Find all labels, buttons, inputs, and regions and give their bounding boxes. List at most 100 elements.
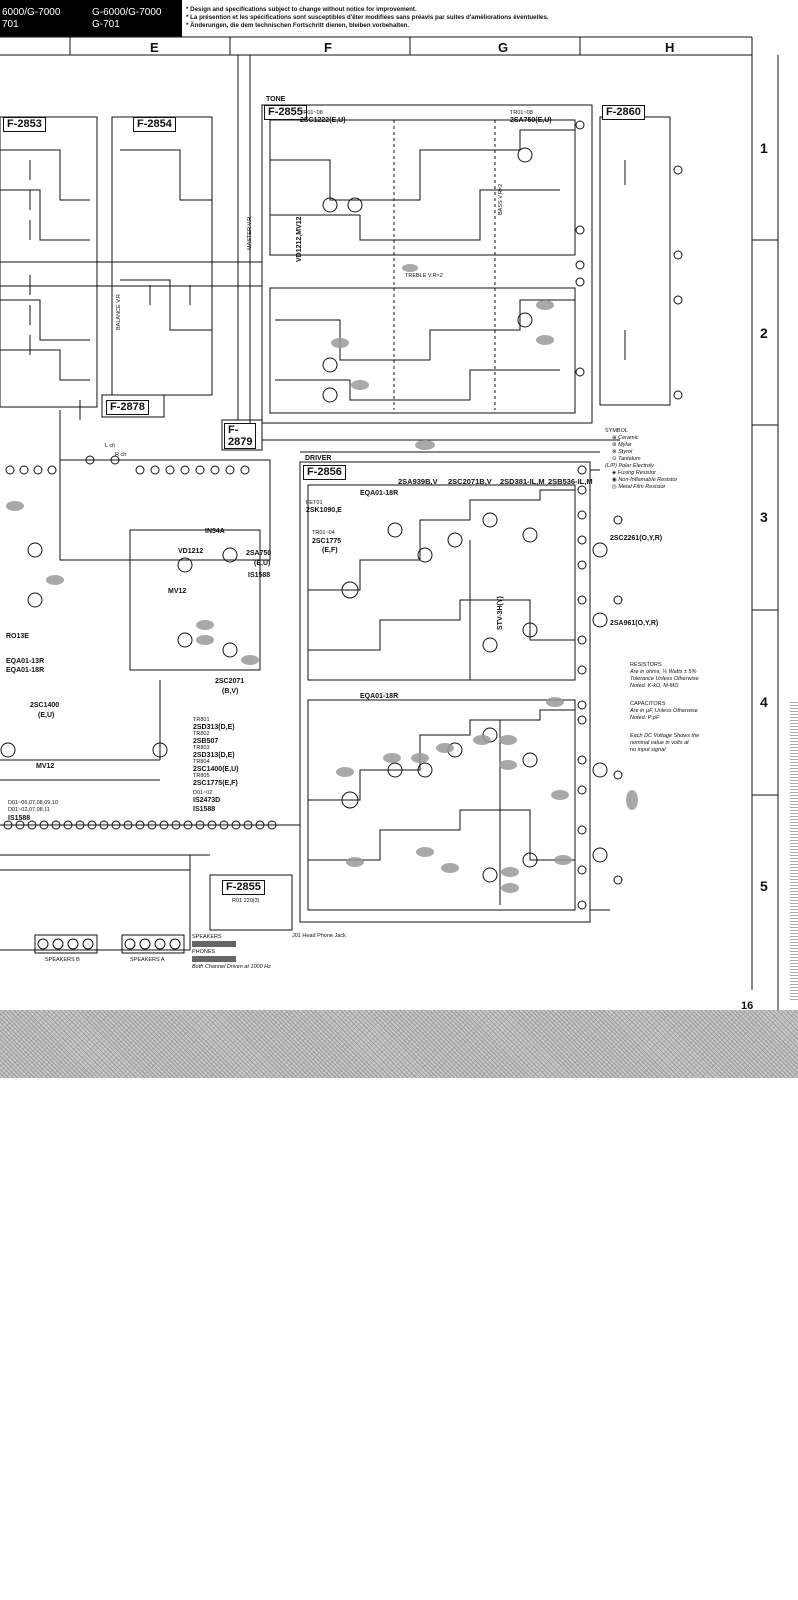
driver-fet: 2SK1090,E: [306, 507, 342, 514]
speakers-legend-title: SPEAKERS: [192, 934, 222, 940]
left-2sc1400: 2SC1400: [30, 702, 60, 709]
symbol-mylar: ⊛ Mylar: [612, 442, 632, 448]
tone-tr-left-ref: TR01~08: [300, 110, 323, 116]
dc-legend-3: no input signal: [630, 747, 666, 753]
list-part-4: 2SC1400(E,U): [193, 766, 239, 773]
head-phone-jack: J01 Head Phone Jack: [292, 933, 346, 939]
label-lch: L ch: [105, 443, 116, 449]
row-label-5: 5: [760, 878, 768, 894]
symbol-metalfilm: ◎ Metal Film Resistor: [612, 484, 666, 490]
list-part-6: IS2473D: [193, 797, 221, 804]
section-master-vr: MASTER V.R: [247, 216, 253, 250]
symbol-polar-prefix: (L/P): [605, 463, 617, 469]
model-right-line-2: G-701: [92, 19, 120, 30]
list-diode-ref: D01~02: [193, 790, 213, 796]
row-label-3: 3: [760, 509, 768, 525]
board-f2879: F-2879: [224, 423, 257, 449]
driver-eq-top: EQA01-18R: [360, 490, 399, 497]
list-part-2: 2SB507: [193, 738, 219, 745]
column-label-e: E: [150, 40, 159, 55]
prot-2sc2071: 2SC2071: [215, 678, 245, 685]
left-is1588: IS1588: [8, 815, 31, 822]
note-german: * Änderungen, die dem technischen Fortsc…: [186, 22, 410, 29]
driver-tr-ref: TR01~04: [312, 530, 335, 536]
tone-tr-left: 2SC1222(E,U): [300, 117, 346, 124]
list-ref-5: TR805: [193, 773, 210, 779]
capacitors-legend-2: Noted. P:pF: [630, 715, 660, 721]
symbol-ceramic-text: Ceramic: [618, 435, 639, 441]
note-english: * Design and specifications subject to c…: [186, 6, 417, 13]
tone-tr-right-ref: TR01~08: [510, 110, 533, 116]
phones-resistor: R01 220(3): [232, 898, 260, 904]
symbol-polar: (L/P) Polar Electroly: [605, 463, 654, 470]
column-label-f: F: [324, 40, 332, 55]
symbol-fusing-text: Fusing Resistor: [617, 470, 656, 476]
phones-legend-swatch: [192, 956, 236, 962]
dc-legend-2: nominal value in volts at: [630, 740, 689, 746]
board-f2879-line-1: F-: [228, 424, 239, 436]
left-eq13r: EQA01-13R: [6, 658, 45, 665]
board-f2878: F-2878: [106, 400, 149, 415]
model-left-line-1: 6000/G-7000: [2, 7, 61, 18]
resistors-legend-3: Noted. K-kΩ, M-MΩ: [630, 683, 679, 689]
section-treble-vr: TREBLE V.R×2: [405, 273, 443, 279]
symbol-polar-text: Polar Electroly: [618, 463, 654, 469]
section-bass-vr: BASS V.R×2: [498, 183, 504, 215]
driver-eq-bottom: EQA01-18R: [360, 693, 399, 700]
symbol-fusing: ◈ Fusing Resistor: [612, 470, 656, 476]
symbol-mylar-text: Mylar: [618, 442, 632, 448]
left-diode-refs: D01~06,07,08,09,10: [8, 800, 59, 806]
row-label-1: 1: [760, 140, 768, 156]
board-f2855-tone: F-2855: [264, 105, 307, 120]
speakers-legend-swatch: [192, 941, 236, 947]
symbol-metalfilm-text: Metal Film Resistor: [618, 484, 666, 490]
prot-2sa750: 2SA750: [246, 550, 272, 557]
symbol-styrol-text: Styrol: [618, 449, 633, 455]
spec-notes: * Design and specifications subject to c…: [186, 6, 549, 30]
prot-vd1212: VD1212: [178, 548, 204, 555]
symbol-tantalum-text: Tantalum: [618, 456, 641, 462]
label-rch: R ch: [115, 452, 127, 458]
speakers-a-label: SPEAKERS A: [130, 957, 165, 963]
speakers-b-label: SPEAKERS B: [45, 957, 80, 963]
symbol-tantalum: ⊙ Tantalum: [612, 456, 641, 462]
left-diode-refs-2: D01~02,07,08,11: [8, 807, 50, 813]
scan-bottom-noise: [0, 1010, 798, 1078]
driver-tr-header-2: 2SC2071B,V: [448, 477, 492, 486]
column-label-h: H: [665, 40, 675, 55]
driver-tr-a: 2SC1775: [312, 538, 342, 545]
model-left-line-2: 701: [2, 19, 19, 30]
section-tone: TONE: [266, 96, 286, 103]
board-f2879-line-2: 2879: [228, 436, 253, 448]
prot-mv12: MV12: [168, 588, 187, 595]
list-ref-3: TR803: [193, 745, 210, 751]
driver-fet-ref: FET01: [306, 500, 323, 506]
board-f2860: F-2860: [602, 105, 645, 120]
model-right-line-1: G-6000/G-7000: [92, 7, 162, 18]
output-pnp: 2SA961(O,Y,R): [610, 620, 659, 627]
list-part-7: IS1588: [193, 806, 216, 813]
left-mv12: MV12: [36, 763, 55, 770]
note-french: * La présention et les spécifications so…: [186, 14, 549, 21]
output-npn: 2SC2261(O,Y,R): [610, 535, 663, 542]
scan-edge-noise: [790, 700, 798, 1000]
symbol-styrol: ⊗ Styrol: [612, 449, 633, 455]
section-driver: DRIVER: [305, 455, 332, 462]
resistors-legend-title: RESISTORS: [630, 662, 662, 668]
board-f2853: F-2853: [3, 117, 46, 132]
driver-tr-a-grade: (E,F): [322, 547, 338, 554]
resistors-legend-1: Are in ohms, ¼ Watts ± 5%: [630, 669, 697, 675]
left-2sc1400-grade: (E,U): [38, 712, 55, 719]
board-f2855-phones: F-2855: [222, 880, 265, 895]
driver-tr-header-4: 2SB536-IL,M: [548, 477, 593, 486]
symbol-ceramic: ⊕ Ceramic: [612, 435, 639, 441]
model-header-black: 6000/G-7000 701 G-6000/G-7000 G-701: [0, 0, 182, 37]
phones-legend-title: PHONES: [192, 949, 216, 955]
driver-stv: STV-3H(Y): [497, 596, 504, 630]
list-part-3: 2SD313(D,E): [193, 752, 235, 759]
symbol-noninflam: ◉ Non-Inflamable Resistor: [612, 477, 678, 483]
symbol-noninflam-text: Non-Inflamable Resistor: [618, 477, 678, 483]
left-ro13e: RO13E: [6, 633, 29, 640]
capacitors-legend-title: CAPACITORS: [630, 701, 666, 707]
